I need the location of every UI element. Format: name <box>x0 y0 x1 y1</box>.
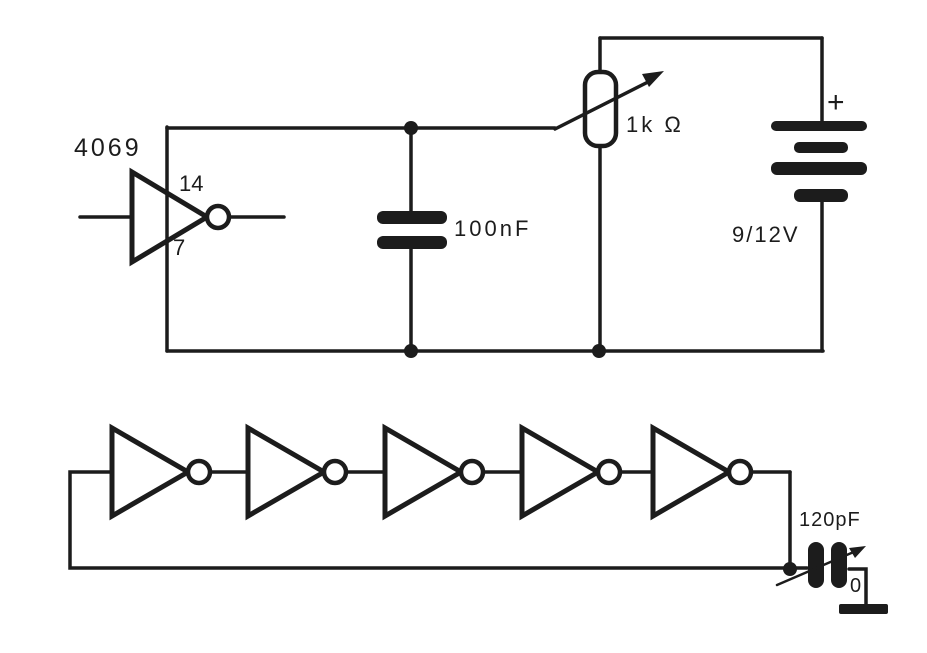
junction-dot <box>404 121 418 135</box>
capacitor-value-label: 100nF <box>454 216 531 241</box>
potentiometer-body <box>582 69 619 149</box>
wire-to-ground <box>847 567 868 606</box>
trimmer-arrow-icon <box>849 546 866 558</box>
trimmer-mark-label: 0 <box>850 575 861 597</box>
battery-plate-short <box>794 189 848 202</box>
battery-plus-label: + <box>827 86 845 119</box>
inverter-gate-4 <box>519 423 623 521</box>
inverter-gate-5 <box>650 423 754 521</box>
junction-dot <box>404 344 418 358</box>
pin7-label: 7 <box>173 235 185 260</box>
potentiometer-wiper-line <box>553 79 652 131</box>
inverter-gate-1 <box>109 423 213 521</box>
inverter-bubble <box>321 458 349 486</box>
battery-plate-long <box>771 162 867 175</box>
junction-dot <box>592 344 606 358</box>
inverter-bubble <box>726 458 754 486</box>
trimmer-value-label: 120pF <box>799 509 861 531</box>
inverter-triangle <box>245 423 329 521</box>
wire-feedback-loop <box>68 470 809 570</box>
oscillator-section: 4069 14 7 100nF 1k Ω + 9/12V <box>74 36 867 358</box>
capacitor-plate <box>377 236 447 249</box>
inverter-triangle <box>382 423 466 521</box>
potentiometer-arrow-icon <box>642 71 664 87</box>
battery-plate-long <box>771 121 867 131</box>
inverter-bubble <box>204 203 232 231</box>
inverter-triangle <box>129 167 212 267</box>
ground-symbol <box>839 604 888 614</box>
junction-dot <box>783 562 797 576</box>
inverter-gate-ic <box>129 167 232 267</box>
battery-9-12v <box>771 121 867 202</box>
potentiometer-value-label: 1k Ω <box>626 112 684 137</box>
battery-plate-short <box>794 142 848 153</box>
trimmer-plate <box>831 542 847 588</box>
potentiometer-1k <box>553 69 664 149</box>
inverter-triangle <box>519 423 603 521</box>
capacitor-100nf <box>377 211 447 249</box>
capacitor-plate <box>377 211 447 224</box>
battery-voltage-label: 9/12V <box>732 222 800 247</box>
inverter-bubble <box>458 458 486 486</box>
trimmer-capacitor-120pf <box>775 542 866 588</box>
inverter-triangle <box>109 423 193 521</box>
inverter-bubble <box>185 458 213 486</box>
inverter-triangle <box>650 423 734 521</box>
trimmer-plate <box>808 542 824 588</box>
inverter-chain-section: 120pF 0 <box>68 423 888 614</box>
inverter-gate-3 <box>382 423 486 521</box>
trimmer-adjust-line <box>775 549 858 587</box>
inverter-gate-2 <box>245 423 349 521</box>
ic-label: 4069 <box>74 134 142 162</box>
pin14-label: 14 <box>179 171 203 196</box>
inverter-bubble <box>595 458 623 486</box>
